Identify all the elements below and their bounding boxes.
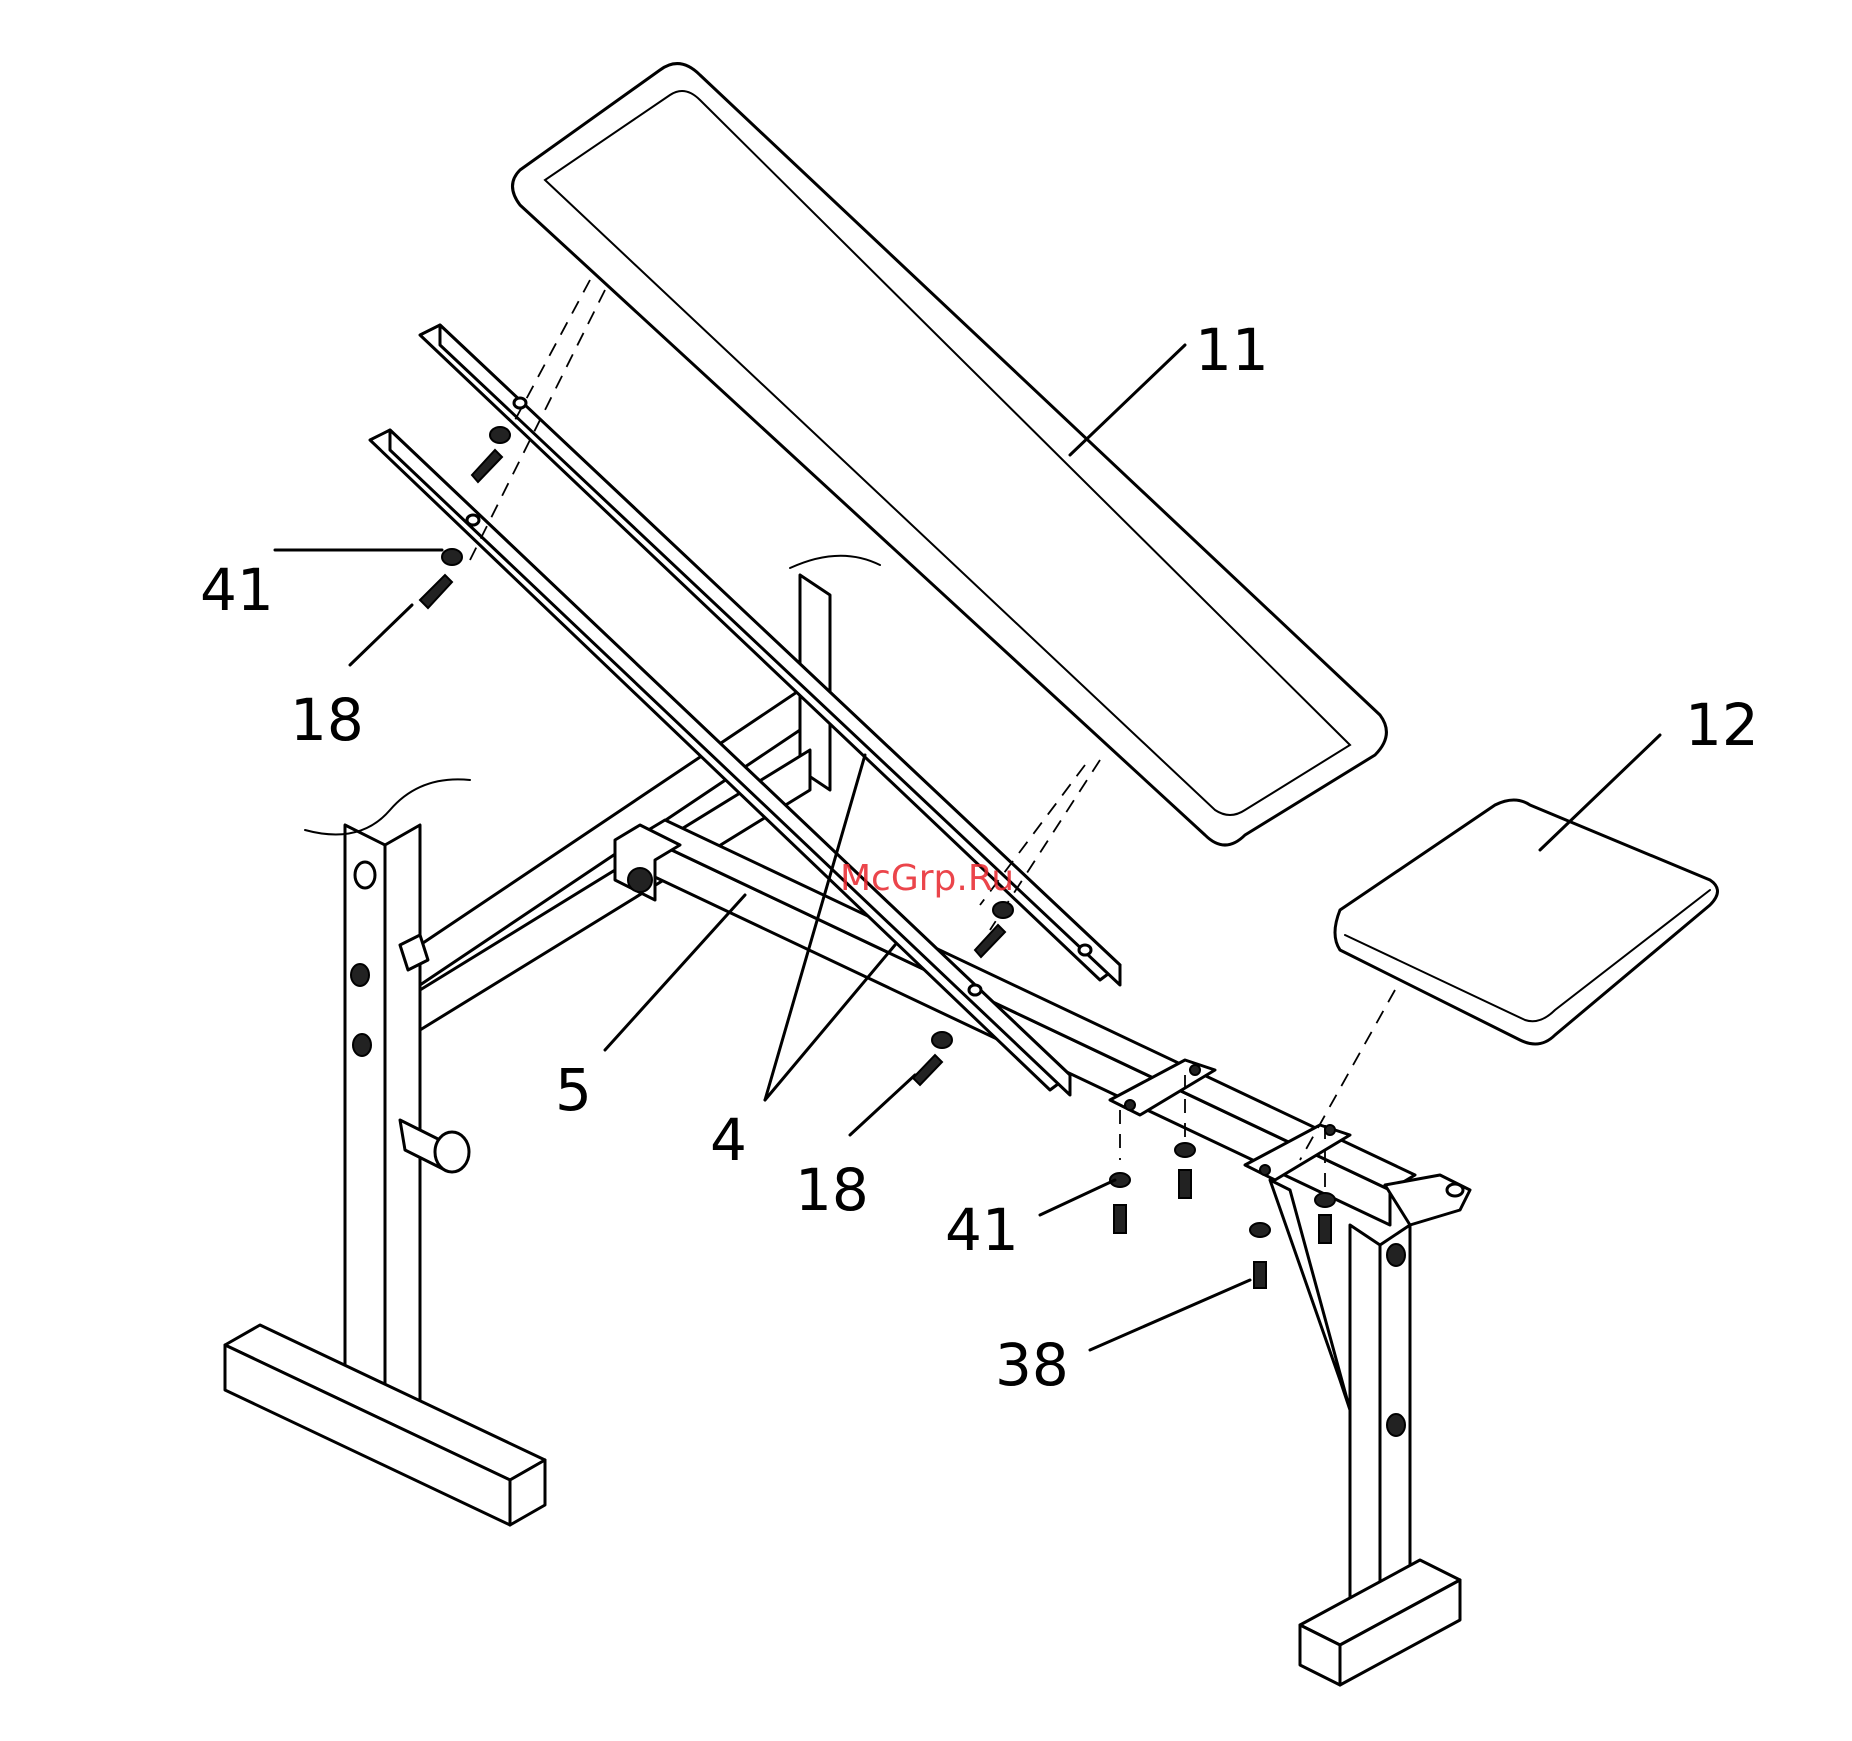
seat-part-12 [1335,800,1718,1044]
callout-seat-frame: 5 [555,1056,592,1124]
callout-washer-bottom: 41 [945,1196,1019,1264]
watermark: McGrp.Ru [840,858,1014,899]
callout-seat: 12 [1685,691,1759,759]
callout-backrest: 11 [1195,316,1269,384]
callout-washer-left: 41 [200,556,274,624]
callout-bolt-left: 18 [290,686,364,754]
callout-bolt-bottom: 18 [795,1156,869,1224]
callout-bolt-seat: 38 [995,1331,1069,1399]
callout-rails: 4 [710,1106,747,1174]
right-upright-frame [1270,1175,1470,1685]
backrest-part-11 [513,64,1387,845]
